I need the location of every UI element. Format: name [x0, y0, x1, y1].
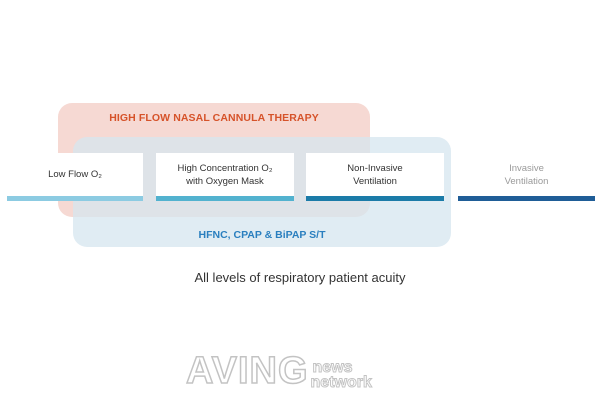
stage-label: Invasive Ventilation: [504, 162, 549, 187]
stage-bar-low-flow: [7, 196, 143, 201]
hfnc-cpap-bipap-title: HFNC, CPAP & BiPAP S/T: [198, 229, 326, 241]
watermark-main-text: AVING: [185, 350, 309, 392]
watermark-side: news network: [310, 359, 372, 391]
stage-bar-high-concentration: [156, 196, 294, 201]
stage-low-flow-o2: Low Flow O₂: [7, 153, 143, 196]
hfnc-therapy-title: HIGH FLOW NASAL CANNULA THERAPY: [109, 112, 319, 124]
stage-label: High Concentration O₂ with Oxygen Mask: [177, 162, 273, 187]
stage-non-invasive-ventilation: Non-Invasive Ventilation: [306, 153, 444, 196]
watermark-network-text: network: [310, 374, 372, 391]
stage-label: Low Flow O₂: [48, 169, 102, 180]
stage-bar-invasive: [458, 196, 595, 201]
watermark-news-text: news: [312, 359, 353, 376]
acuity-caption: All levels of respiratory patient acuity: [194, 270, 406, 285]
stage-bar-non-invasive: [306, 196, 444, 201]
stage-invasive-ventilation: Invasive Ventilation: [458, 153, 595, 196]
stage-high-concentration-o2: High Concentration O₂ with Oxygen Mask: [156, 153, 294, 196]
stage-label: Non-Invasive Ventilation: [347, 162, 403, 187]
aving-watermark-logo: AVING news network: [185, 350, 372, 392]
